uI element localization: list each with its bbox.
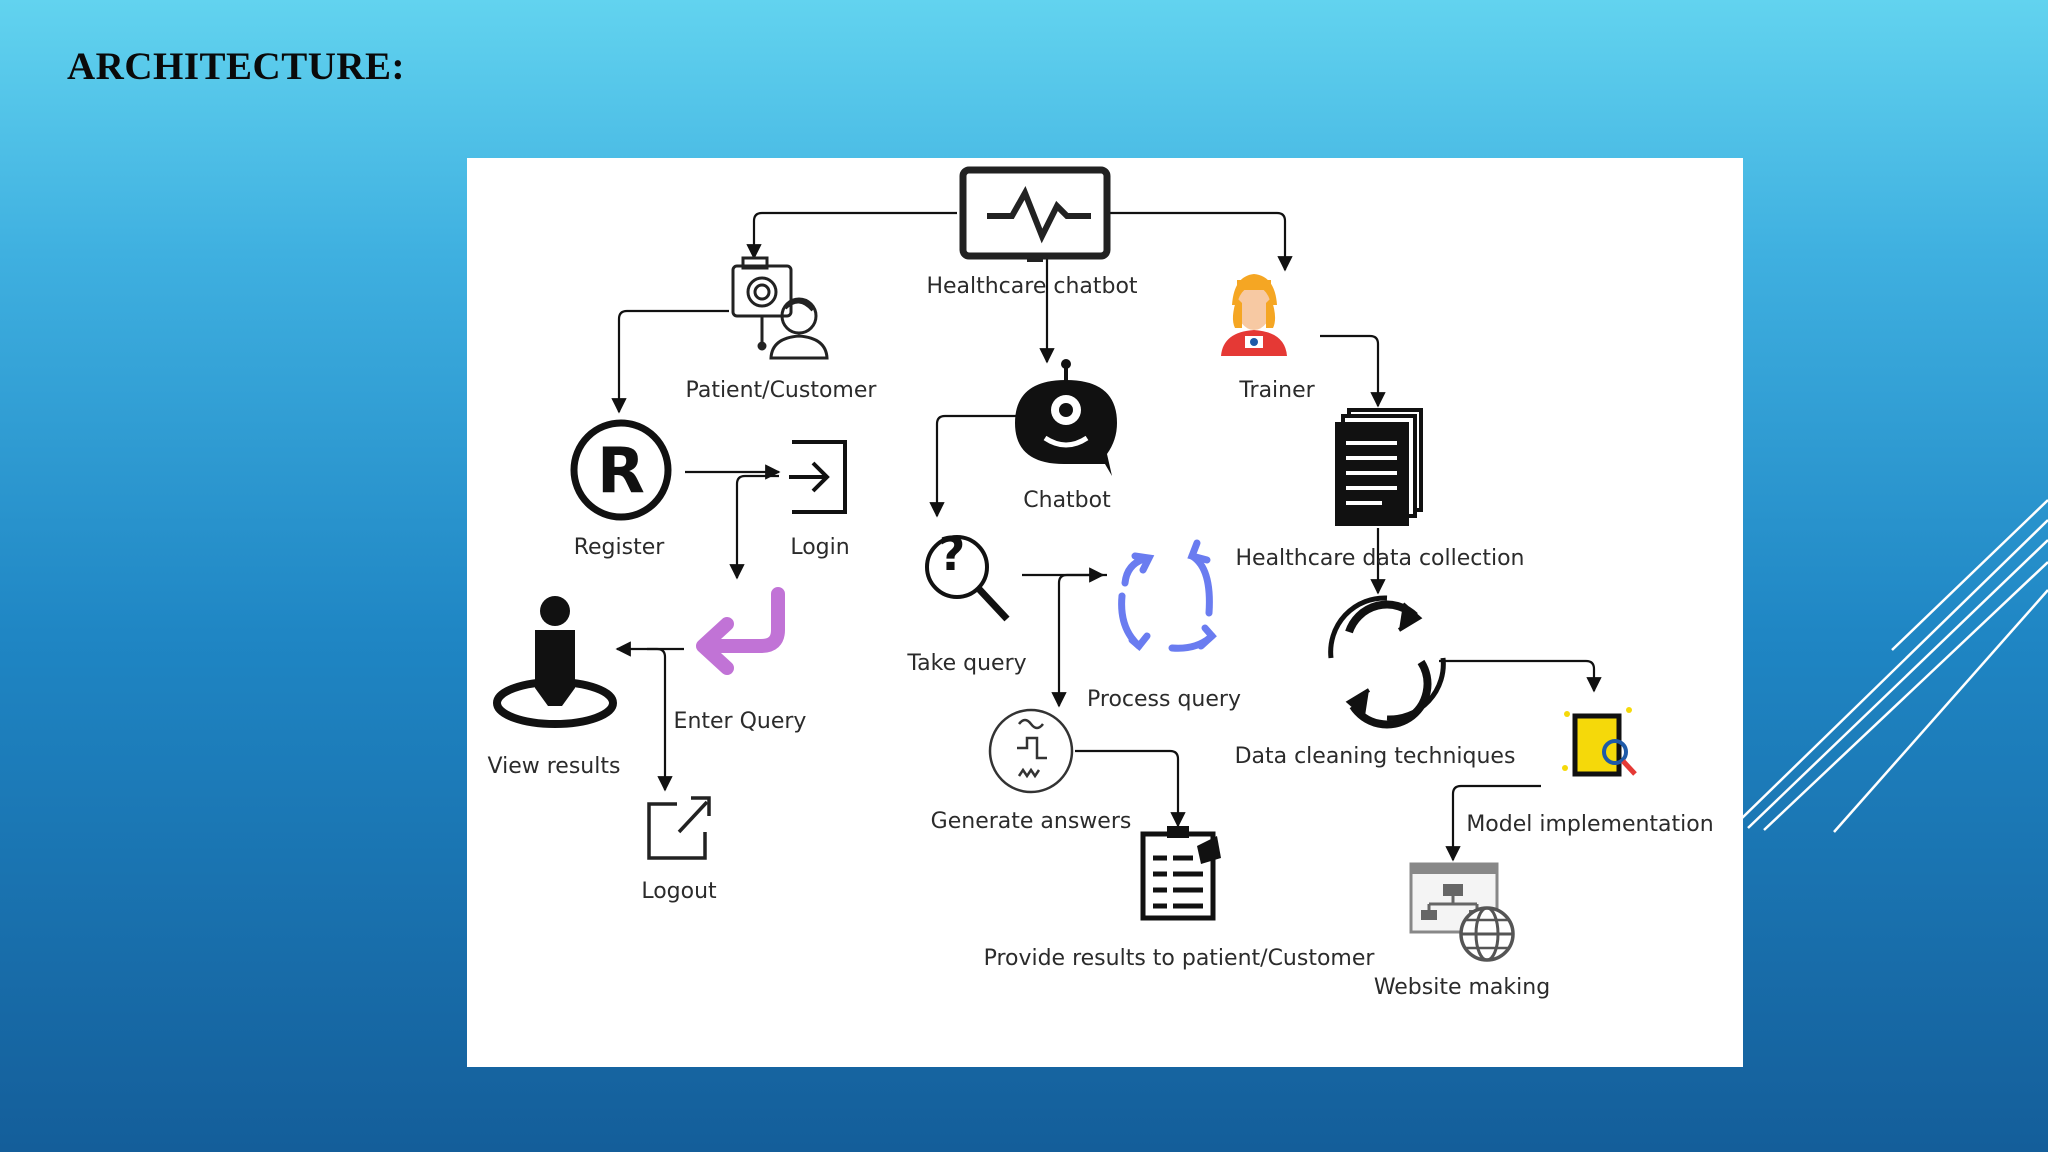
label-register: Register [573, 535, 665, 560]
connector-enter-query-to-logout [647, 647, 673, 792]
person-location-icon [493, 596, 617, 728]
decorative-lines [1739, 499, 2048, 833]
heart-monitor-icon [959, 166, 1111, 262]
registered-icon: R [570, 419, 672, 521]
label-website-making: Website making [1373, 975, 1551, 1000]
connector-trainer-to-documents [1320, 334, 1386, 408]
connector-chatbot-to-trainer [1107, 211, 1293, 272]
architecture-diagram: R [467, 158, 1743, 1067]
label-patient-customer: Patient/Customer [685, 378, 877, 403]
connector-login-to-enter-query [729, 474, 779, 580]
label-enter-query: Enter Query [673, 709, 807, 734]
process-arrows-icon [1118, 539, 1217, 652]
connector-patient-to-register [611, 309, 729, 414]
label-login: Login [790, 535, 850, 560]
label-trainer: Trainer [1239, 378, 1315, 403]
label-provide-results: Provide results to patient/Customer [983, 946, 1375, 971]
svg-text:?: ? [939, 527, 966, 581]
website-globe-icon [1409, 862, 1515, 962]
clipboard-icon [1140, 826, 1221, 921]
question-search-icon: ? [925, 527, 1010, 622]
login-icon [789, 440, 847, 514]
chat-bubble-icon [1015, 359, 1117, 476]
label-logout: Logout [641, 879, 717, 904]
label-healthcare-chatbot: Healthcare chatbot [926, 274, 1138, 299]
connector-cleaning-to-model [1439, 659, 1602, 693]
connector-bot-to-take-query [929, 414, 1021, 518]
documents-icon [1335, 408, 1423, 526]
return-arrow-icon [696, 587, 785, 675]
label-chatbot: Chatbot [1023, 488, 1111, 513]
label-generate-answers: Generate answers [930, 809, 1132, 834]
logout-icon [647, 796, 711, 860]
label-healthcare-data-collection: Healthcare data collection [1235, 546, 1525, 571]
connectors [611, 211, 1602, 862]
refresh-cycle-icon [1328, 595, 1446, 729]
connector-model-to-website [1445, 784, 1541, 862]
label-view-results: View results [487, 754, 621, 779]
label-model-implementation: Model implementation [1466, 812, 1714, 837]
trainer-person-icon [1221, 274, 1287, 356]
label-take-query: Take query [907, 651, 1027, 676]
patient-camera-icon [731, 256, 829, 360]
label-data-cleaning: Data cleaning techniques [1234, 744, 1516, 769]
connector-generate-to-provide [1075, 749, 1186, 828]
tablet-search-icon [1562, 707, 1637, 777]
slide-title: ARCHITECTURE: [67, 45, 406, 88]
label-process-query: Process query [1087, 687, 1241, 712]
signal-circle-icon [988, 708, 1074, 794]
svg-text:R: R [597, 434, 645, 507]
connector-chatbot-to-patient [746, 211, 957, 260]
connector-process-to-generate [1051, 573, 1107, 708]
